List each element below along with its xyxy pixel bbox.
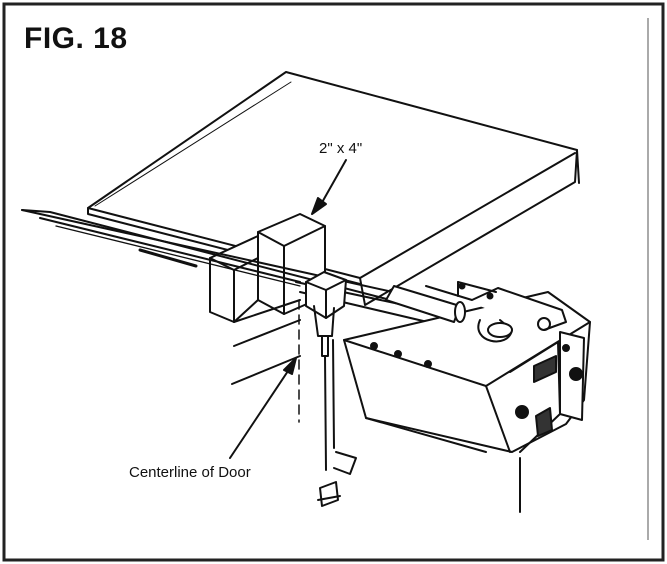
lumber-arrow [311, 159, 347, 215]
release-rope [317, 339, 357, 507]
mounting-bracket [425, 281, 567, 331]
header-board [87, 71, 580, 306]
opener-unit [343, 291, 591, 513]
figure-title: FIG. 18 [24, 22, 128, 55]
lumber-label: 2" x 4" [319, 140, 363, 157]
centerline-label: Centerline of Door [129, 464, 251, 481]
trolley [305, 271, 347, 357]
centerline-arrow [229, 357, 297, 459]
wall-lines [231, 299, 301, 385]
motor-drum [385, 285, 513, 343]
